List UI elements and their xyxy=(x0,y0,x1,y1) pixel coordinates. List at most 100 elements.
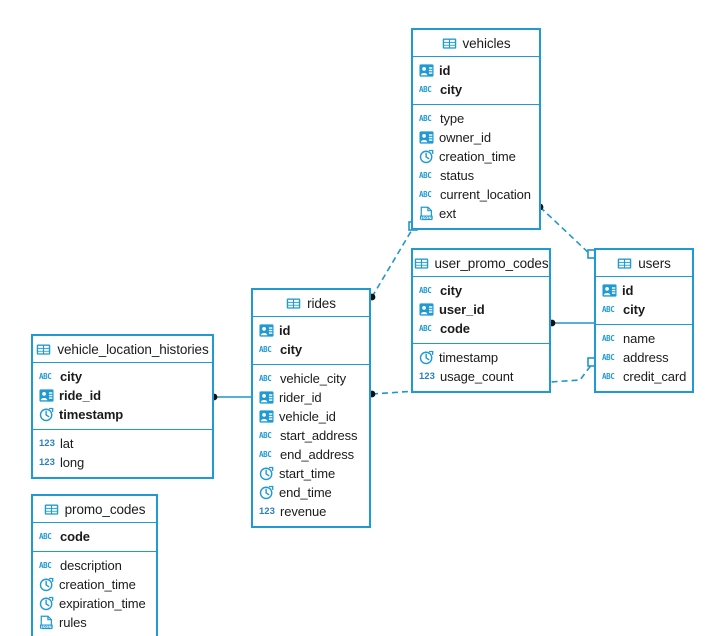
table-header-rides[interactable]: rides xyxy=(253,290,369,317)
field-row[interactable]: ride_id xyxy=(33,386,212,405)
abc-string-icon: ABC xyxy=(419,286,432,295)
primary-key-group: ABC code xyxy=(33,523,156,551)
field-row[interactable]: expiration_time xyxy=(33,594,156,613)
field-name: credit_card xyxy=(623,369,687,384)
field-name: city xyxy=(440,283,463,298)
field-row[interactable]: ABC city xyxy=(413,281,549,300)
field-name: vehicle_city xyxy=(280,371,346,386)
field-name: id xyxy=(622,283,634,298)
clock-timestamp-icon xyxy=(259,485,274,500)
relationship-user-promo-codes-to-users[interactable] xyxy=(548,319,594,327)
field-name: creation_time xyxy=(59,577,136,592)
table-header-promo_codes[interactable]: promo_codes xyxy=(33,496,156,523)
field-row[interactable]: vehicle_id xyxy=(253,407,369,426)
field-row[interactable]: user_id xyxy=(413,300,549,319)
id-card-key-icon xyxy=(259,390,274,405)
field-row[interactable]: start_time xyxy=(253,464,369,483)
field-row[interactable]: ABC code xyxy=(33,527,156,546)
svg-text:JSON: JSON xyxy=(40,624,52,629)
table-title: promo_codes xyxy=(64,501,146,517)
clock-timestamp-icon xyxy=(419,350,434,365)
field-row[interactable]: ABC vehicle_city xyxy=(253,369,369,388)
field-name: owner_id xyxy=(439,130,491,145)
abc-string-icon: ABC xyxy=(259,374,272,383)
field-name: usage_count xyxy=(440,369,514,384)
field-name: id xyxy=(279,323,291,338)
id-card-key-icon xyxy=(39,388,54,403)
field-name: vehicle_id xyxy=(279,409,336,424)
field-name: status xyxy=(440,168,475,183)
svg-text:JSON: JSON xyxy=(420,215,432,220)
field-row[interactable]: ABC status xyxy=(413,166,539,185)
field-row[interactable]: timestamp xyxy=(33,405,212,424)
abc-string-icon: ABC xyxy=(602,353,615,362)
relationship-vehicle-location-histories-to-rides[interactable] xyxy=(210,393,251,401)
field-row[interactable]: id xyxy=(413,61,539,80)
field-name: rider_id xyxy=(279,390,322,405)
id-card-key-icon xyxy=(419,302,434,317)
abc-string-icon: ABC xyxy=(259,431,272,440)
field-row[interactable]: id xyxy=(596,281,692,300)
table-header-vehicles[interactable]: vehicles xyxy=(413,30,539,57)
abc-string-icon: ABC xyxy=(419,171,432,180)
abc-string-icon: ABC xyxy=(39,561,52,570)
field-row[interactable]: end_time xyxy=(253,483,369,502)
field-name: code xyxy=(60,529,90,544)
clock-timestamp-icon xyxy=(39,577,54,592)
abc-string-icon: ABC xyxy=(259,450,272,459)
123-number-icon: 123 xyxy=(39,457,55,468)
table-header-users[interactable]: users xyxy=(596,250,692,277)
table-title: users xyxy=(638,255,671,271)
abc-string-icon: ABC xyxy=(39,532,52,541)
table-header-vehicle_location_histories[interactable]: vehicle_location_histories xyxy=(33,336,212,363)
field-row[interactable]: creation_time xyxy=(413,147,539,166)
id-card-key-icon xyxy=(419,63,434,78)
abc-string-icon: ABC xyxy=(602,334,615,343)
field-row[interactable]: creation_time xyxy=(33,575,156,594)
field-row[interactable]: JSON ext xyxy=(413,204,539,223)
table-grid-icon xyxy=(36,342,51,357)
field-row[interactable]: id xyxy=(253,321,369,340)
field-name: timestamp xyxy=(439,350,499,365)
123-number-icon: 123 xyxy=(259,506,275,517)
relationship-rides-to-vehicles[interactable] xyxy=(368,221,418,301)
table-grid-icon xyxy=(44,502,59,517)
field-row[interactable]: timestamp xyxy=(413,348,549,367)
table-header-user_promo_codes[interactable]: user_promo_codes xyxy=(413,250,549,277)
field-row[interactable]: rider_id xyxy=(253,388,369,407)
field-name: ext xyxy=(439,206,457,221)
abc-string-icon: ABC xyxy=(259,345,272,354)
field-name: expiration_time xyxy=(59,596,146,611)
field-row[interactable]: owner_id xyxy=(413,128,539,147)
